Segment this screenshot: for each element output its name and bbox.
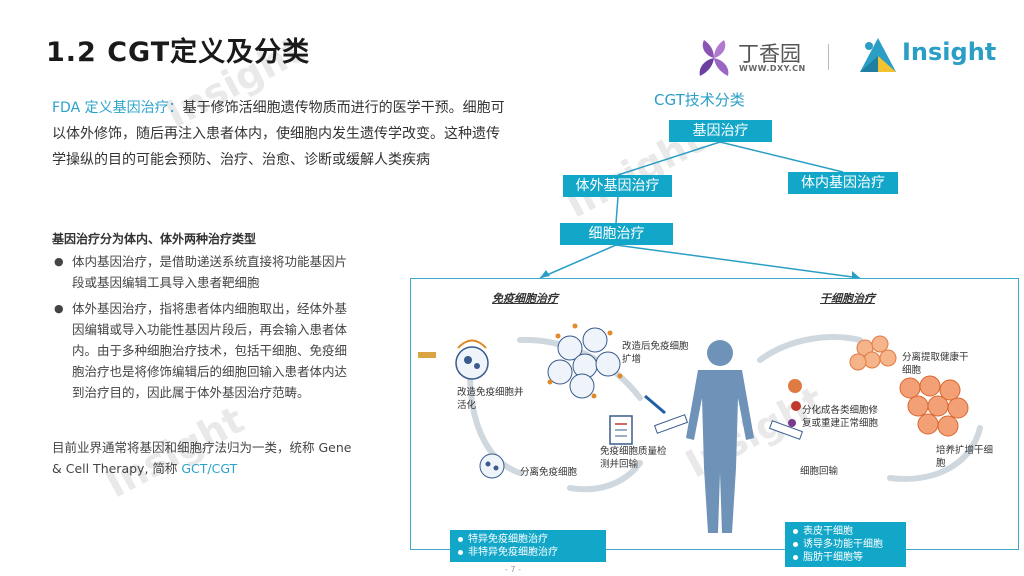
label-culture-expand: 培养扩增干细胞 bbox=[936, 445, 994, 469]
label-differentiate: 分化成各类细胞修复或重建正常细胞 bbox=[802, 405, 879, 429]
gene-therapy-types-heading: 基因治疗分为体内、体外两种治疗类型 bbox=[52, 232, 257, 246]
list-item: 特异免疫细胞治疗 bbox=[450, 533, 606, 546]
label-modify-activate: 改造免疫细胞并活化 bbox=[457, 387, 524, 411]
infusion-arrow-icon bbox=[644, 394, 666, 415]
page-title: 1.2 CGT定义及分类 bbox=[46, 37, 311, 68]
list-item: 非特异免疫细胞治疗 bbox=[450, 546, 606, 559]
human-body-figure bbox=[686, 340, 754, 533]
dxy-flower-icon bbox=[699, 40, 729, 76]
cgt-classification-title: CGT技术分类 bbox=[654, 91, 745, 109]
isolated-immune-cells bbox=[479, 453, 505, 479]
gene-therapy-node: 基因治疗 bbox=[669, 120, 772, 142]
insight-mark-icon bbox=[860, 38, 896, 72]
cell-therapy-illustration bbox=[410, 278, 1019, 550]
connector-root-invivo bbox=[719, 141, 844, 173]
label-modified-expand: 改造后免疫细胞扩增 bbox=[622, 341, 689, 365]
cgt-summary: 目前业界通常将基因和细胞疗法归为一类，统称 Gene & Cell Therap… bbox=[52, 437, 352, 479]
bullet-icon: ● bbox=[54, 302, 64, 315]
list-item: 表皮干细胞 bbox=[785, 525, 906, 538]
immune-cell-therapy-title: 免疫细胞治疗 bbox=[492, 292, 558, 305]
fda-definition: FDA 定义基因治疗：基于修饰活细胞遗传物质而进行的医学干预。细胞可以体外修饰，… bbox=[52, 95, 507, 173]
list-item: ● 体内基因治疗，是借助递送系统直接将功能基因片段或基因编辑工具导入患者靶细胞 bbox=[54, 251, 354, 293]
connector-cell-stem bbox=[615, 244, 861, 279]
connector-root-exvivo bbox=[617, 141, 721, 176]
list-item: 脂肪干细胞等 bbox=[785, 551, 906, 564]
insight-logo-name: Insight bbox=[902, 38, 997, 66]
list-item-text: 体外基因治疗，指将患者体内细胞取出，经体外基因编辑或导入功能性基因片段后，再会输… bbox=[72, 301, 348, 400]
label-quality-check: 免疫细胞质量检测并回输 bbox=[600, 446, 667, 470]
differentiated-cells bbox=[788, 379, 802, 427]
stem-cell-therapy-title: 干细胞治疗 bbox=[820, 292, 875, 305]
virus-vector-icon bbox=[418, 352, 436, 358]
dxy-logo-url: WWW.DXY.CN bbox=[739, 64, 806, 73]
insight-logo: Insight bbox=[856, 32, 996, 76]
dxy-logo: 丁香园 WWW.DXY.CN bbox=[694, 36, 806, 78]
modify-activate-cell bbox=[455, 339, 489, 380]
connector-cell-immune bbox=[539, 244, 617, 279]
ex-vivo-node: 体外基因治疗 bbox=[563, 175, 672, 197]
bullet-icon: ● bbox=[54, 255, 64, 268]
label-reinfuse: 细胞回输 bbox=[800, 466, 839, 477]
stem-cell-types: 表皮干细胞 诱导多功能干细胞 脂肪干细胞等 bbox=[785, 522, 906, 567]
expanded-immune-cells bbox=[547, 323, 623, 399]
in-vivo-node: 体内基因治疗 bbox=[788, 172, 898, 194]
cgt-summary-text: 目前业界通常将基因和细胞疗法归为一类，统称 Gene & Cell Therap… bbox=[52, 440, 352, 476]
cgt-abbrev: GCT/CGT bbox=[181, 461, 238, 476]
immune-therapy-types: 特异免疫细胞治疗 非特异免疫细胞治疗 bbox=[450, 530, 606, 562]
cultured-stem-cells bbox=[899, 375, 969, 437]
label-isolate-healthy: 分离提取健康干细胞 bbox=[902, 352, 969, 376]
syringe-icon bbox=[653, 414, 804, 440]
list-item: 诱导多功能干细胞 bbox=[785, 538, 906, 551]
logo-divider bbox=[828, 44, 829, 70]
list-item: ● 体外基因治疗，指将患者体内细胞取出，经体外基因编辑或导入功能性基因片段后，再… bbox=[54, 298, 354, 403]
cell-therapy-artwork bbox=[418, 323, 983, 533]
page-number: - 7 - bbox=[505, 565, 521, 574]
dxy-logo-name: 丁香园 bbox=[738, 42, 801, 66]
connector-exvivo-cell bbox=[615, 196, 619, 224]
cell-therapy-node: 细胞治疗 bbox=[560, 223, 673, 245]
fda-definition-text: 基于修饰活细胞遗传物质而进行的医学干预。细胞可以体外修饰，随后再注入患者体内，使… bbox=[52, 100, 505, 168]
fda-definition-label: FDA 定义基因治疗： bbox=[52, 100, 183, 116]
healthy-stem-cells bbox=[849, 335, 897, 371]
label-isolate-immune: 分离免疫细胞 bbox=[520, 467, 578, 478]
quality-check-clipboard-icon bbox=[609, 415, 633, 445]
list-item-text: 体内基因治疗，是借助递送系统直接将功能基因片段或基因编辑工具导入患者靶细胞 bbox=[72, 254, 348, 290]
